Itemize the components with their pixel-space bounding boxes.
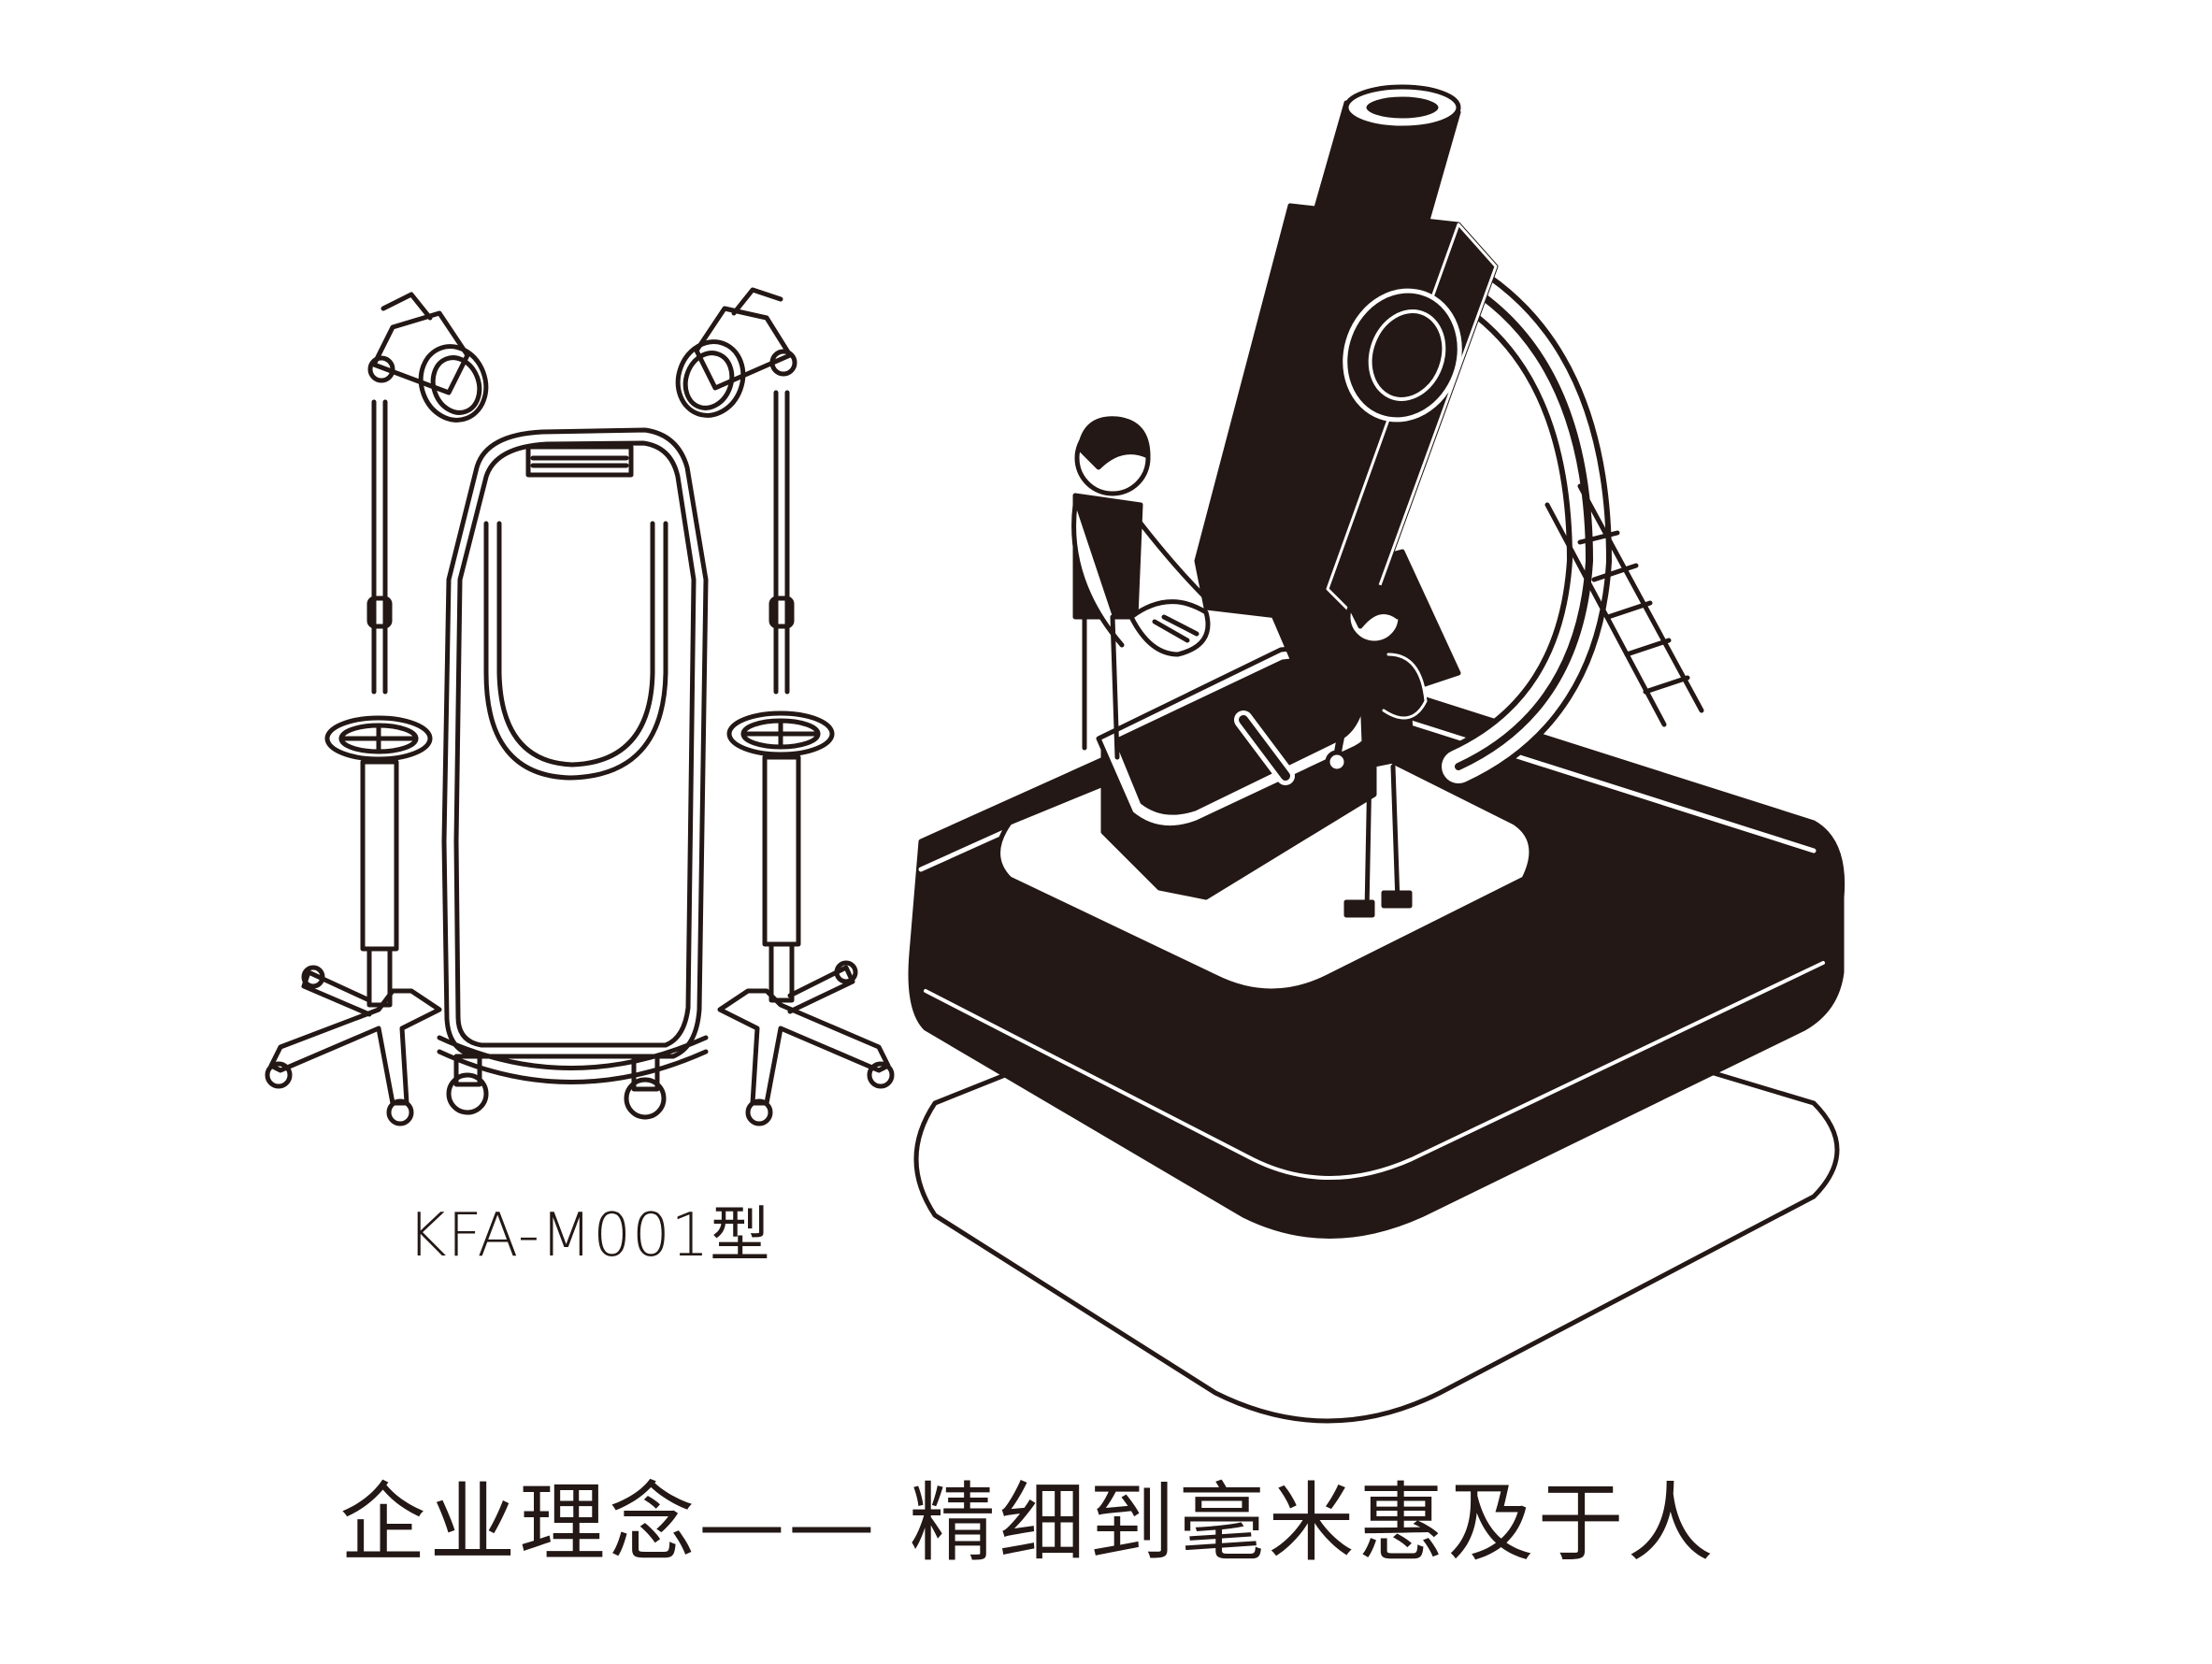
slogan-text: 企业理念—— 精细到毫米惠及于人 bbox=[339, 1473, 1717, 1573]
model-label: KFA-M001型 bbox=[407, 1201, 771, 1270]
treatment-machine-icon bbox=[265, 287, 895, 1126]
person-icon bbox=[1071, 416, 1211, 760]
person-icon bbox=[1325, 584, 1428, 918]
microscope-platform-icon bbox=[908, 84, 1846, 1424]
